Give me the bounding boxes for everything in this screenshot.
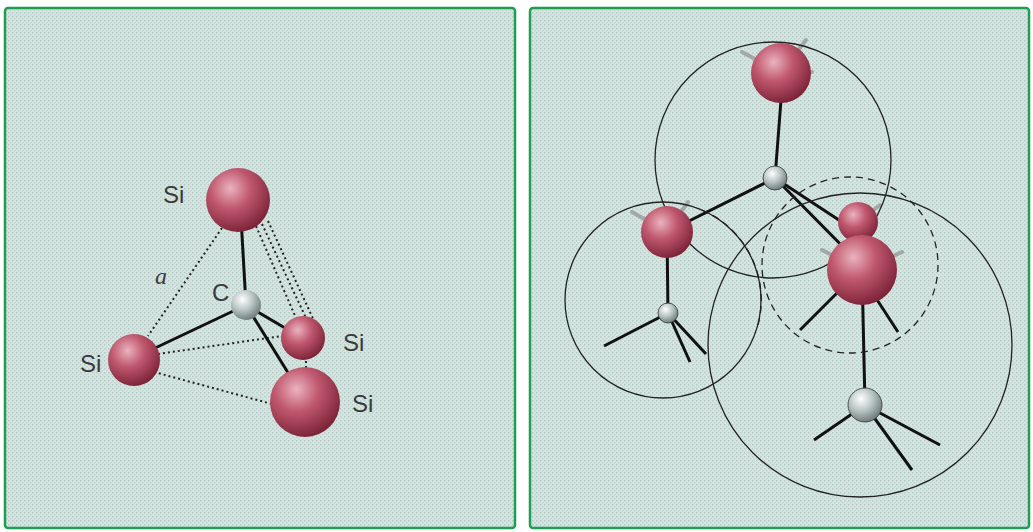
lattice-constant-label: a <box>155 262 167 290</box>
bond <box>604 313 668 346</box>
si-atom <box>641 206 693 258</box>
si-atom <box>827 235 897 305</box>
si-atom <box>108 334 160 386</box>
c-atom <box>658 303 678 323</box>
si-atom <box>206 168 270 232</box>
edge-a <box>148 228 222 336</box>
bond <box>800 290 840 330</box>
atom-label: C <box>212 279 229 307</box>
atom-label: Si <box>80 350 101 378</box>
si-atom <box>751 43 811 103</box>
sphere-outline <box>708 193 1012 497</box>
si-atom <box>281 316 325 360</box>
right-panel <box>530 8 1029 528</box>
atom-label: Si <box>343 329 364 357</box>
c-atom <box>763 166 787 190</box>
sphere-outline-dashed <box>762 177 938 353</box>
sphere-outlines <box>565 42 1012 497</box>
left-panel <box>5 8 515 528</box>
c-atom <box>231 290 261 320</box>
sphere-outline-dashed <box>702 210 761 325</box>
si-atom <box>270 367 340 437</box>
dotted-edge <box>262 224 306 318</box>
sphere-outline <box>565 202 761 398</box>
dotted-edge <box>268 221 316 325</box>
dotted-edge <box>154 372 272 404</box>
c-atom <box>848 388 882 422</box>
atom-label: Si <box>352 390 373 418</box>
atom-label: Si <box>163 181 184 209</box>
right-bonds <box>604 100 940 470</box>
